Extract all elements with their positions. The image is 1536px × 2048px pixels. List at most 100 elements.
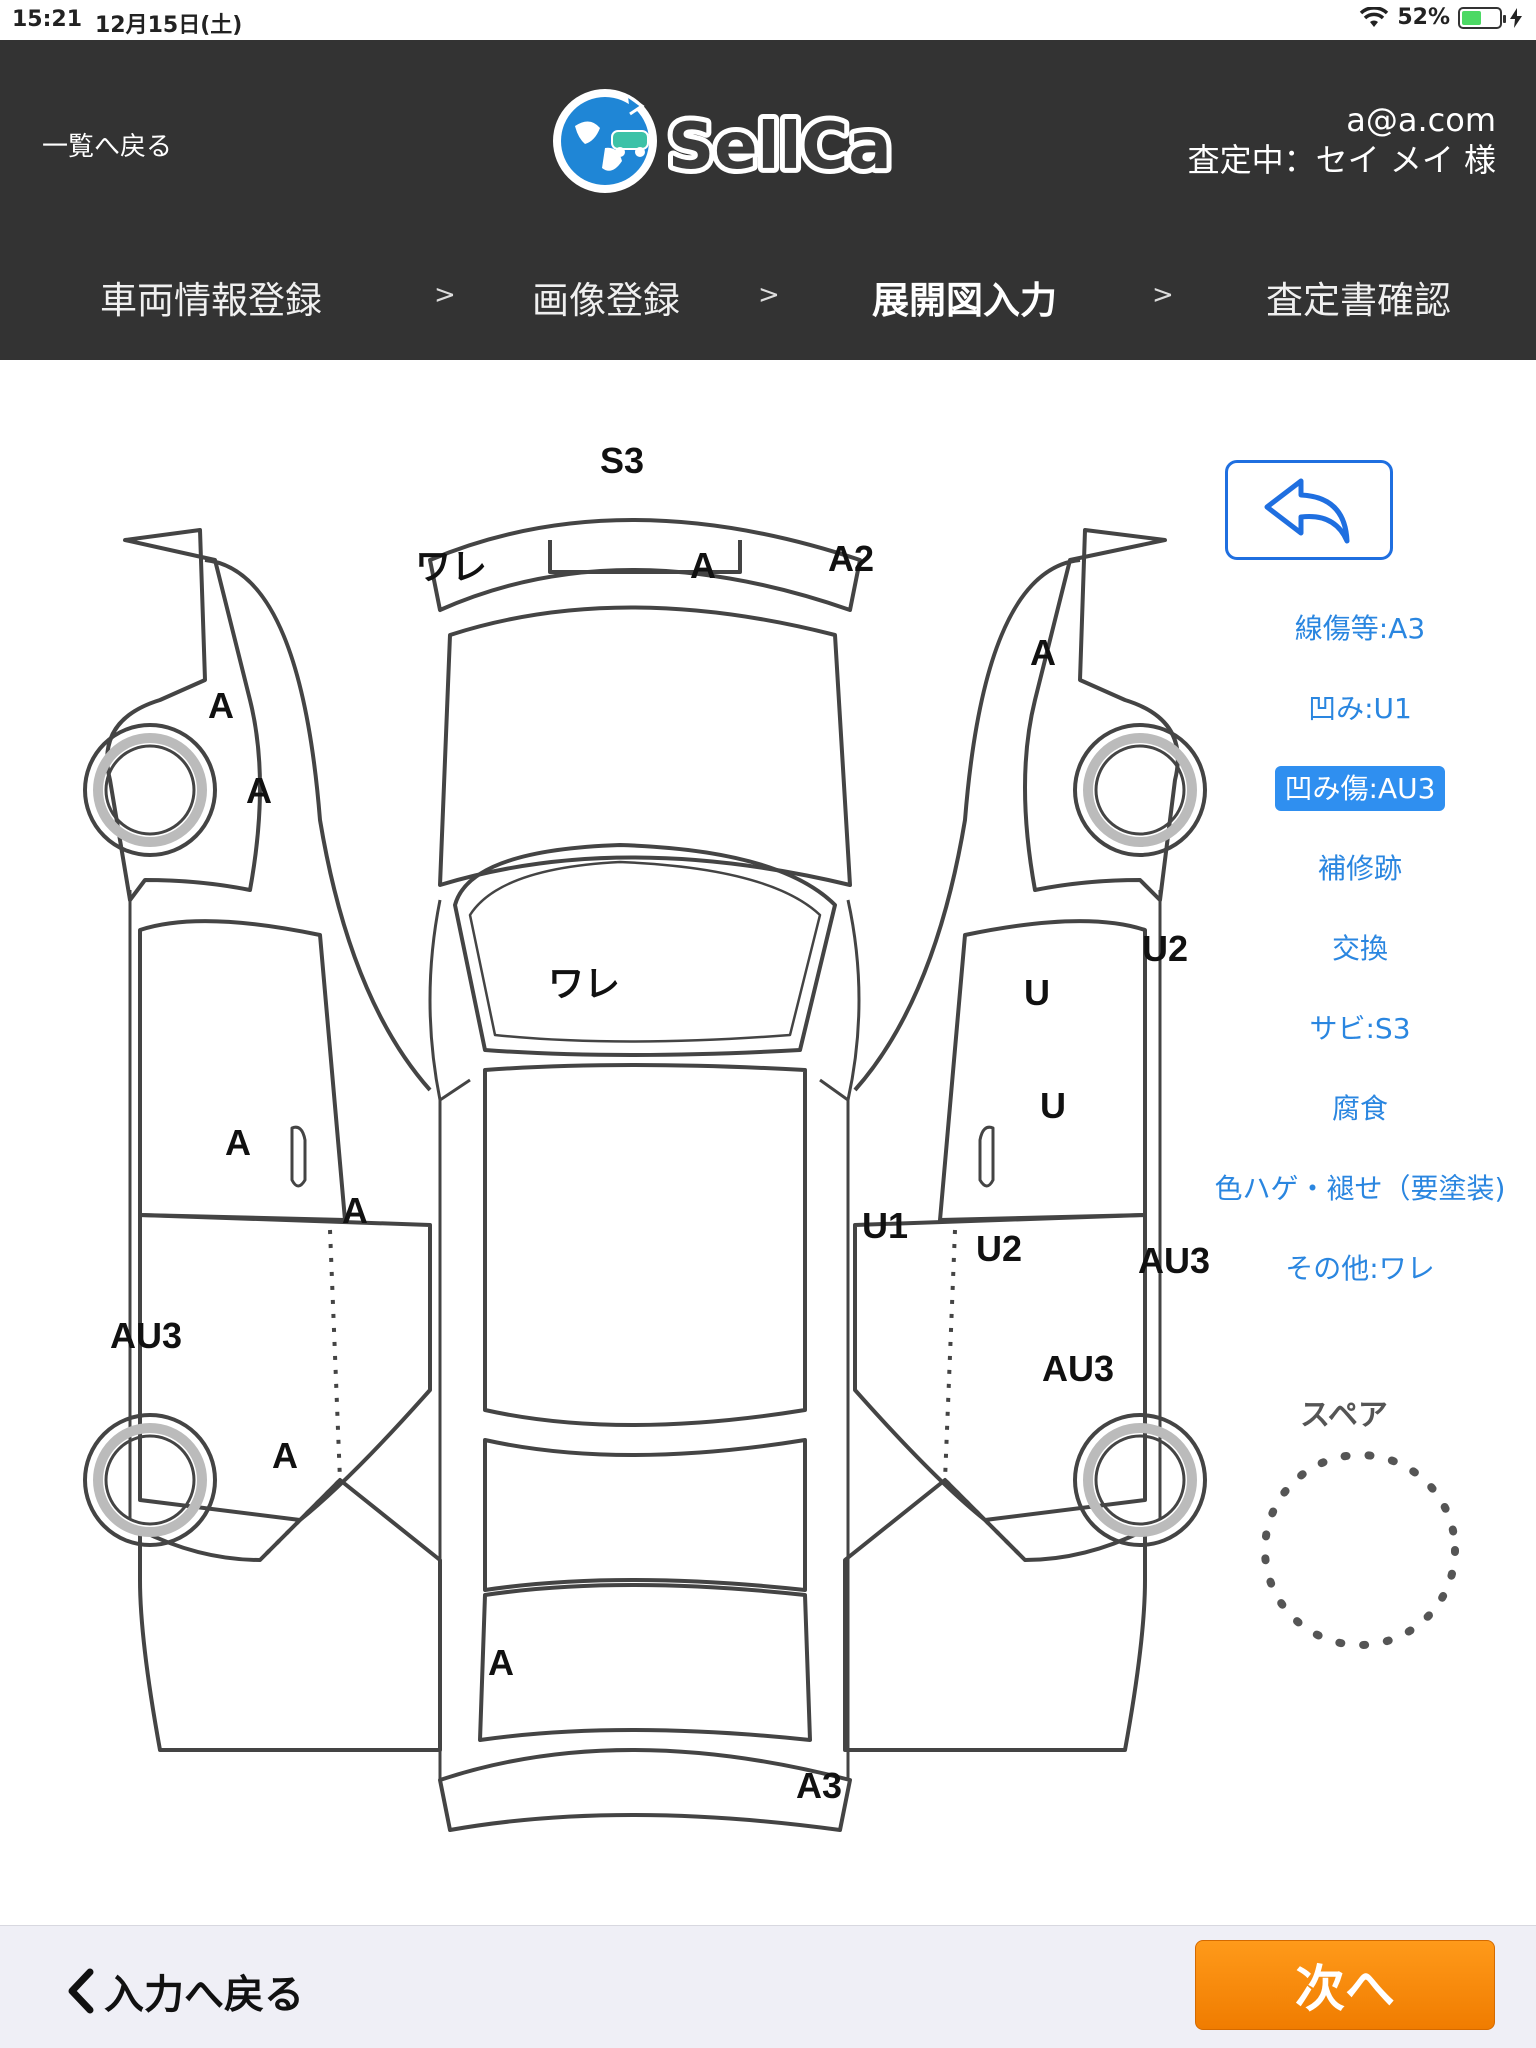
damage-mark[interactable]: U — [1040, 1085, 1066, 1126]
status-date: 12月15日(土) — [95, 13, 243, 38]
step-image-upload[interactable]: 画像登録 — [532, 279, 680, 322]
damage-mark[interactable]: A — [208, 685, 234, 726]
undo-arrow-icon — [1264, 478, 1350, 544]
right-door-handle — [978, 1125, 995, 1188]
rear-bumper — [438, 1748, 852, 1832]
legend-corrosion[interactable]: 腐食 — [1200, 1084, 1520, 1134]
battery-percent: 52% — [1397, 5, 1450, 30]
svg-text:SellCa: SellCa — [668, 110, 892, 184]
step-appraisal-confirm[interactable]: 査定書確認 — [1266, 279, 1451, 322]
car-diagram-area[interactable]: スペア S3 ワレ A A2 A A A ワレ U2 U U A A U1 U2… — [0, 360, 1536, 1925]
legend-dent[interactable]: 凹み:U1 — [1200, 684, 1520, 734]
next-label: 次へ — [1295, 1960, 1395, 2018]
legend-repair[interactable]: 補修跡 — [1200, 844, 1520, 894]
legend-label: 色ハゲ・褪せ（要塗装) — [1214, 1172, 1506, 1205]
battery-fill — [1462, 10, 1481, 25]
step-diagram-input[interactable]: 展開図入力 — [872, 279, 1057, 322]
damage-mark[interactable]: A — [488, 1642, 514, 1683]
legend-dent-scratch[interactable]: 凹み傷:AU3 — [1200, 764, 1520, 814]
left-door-handle — [290, 1125, 307, 1188]
bottom-bar: 入力へ戻る 次へ — [0, 1925, 1536, 2048]
step-separator: > — [758, 280, 780, 310]
legend-label: 凹み:U1 — [1308, 692, 1412, 725]
trunk — [478, 1583, 812, 1742]
battery-icon — [1458, 6, 1506, 29]
back-to-input-label: 入力へ戻る — [104, 1972, 304, 2018]
legend-scratch[interactable]: 線傷等:A3 — [1200, 604, 1520, 654]
app-header: 一覧へ戻る SellCa SellCa a@a.com 査定中：セイ メイ 様 … — [0, 40, 1536, 360]
back-to-input-button[interactable]: 入力へ戻る — [66, 1962, 304, 2020]
damage-mark[interactable]: AU3 — [1042, 1348, 1115, 1389]
chevron-left-icon — [68, 1968, 94, 2014]
right-mirror-line — [846, 899, 861, 1101]
damage-mark[interactable]: A — [225, 1122, 251, 1163]
left-mirror-line — [428, 899, 442, 1101]
right-rear-dashed — [943, 1229, 1027, 1562]
sellca-logo: SellCa SellCa — [550, 86, 910, 196]
spare-label: スペア — [1300, 1398, 1388, 1433]
damage-mark[interactable]: A — [1030, 632, 1056, 673]
damage-mark[interactable]: A — [246, 770, 272, 811]
rear-glass — [483, 1438, 807, 1592]
user-email: a@a.com — [1346, 101, 1496, 139]
next-button[interactable]: 次へ — [1195, 1940, 1495, 2030]
legend-label: 交換 — [1331, 932, 1388, 965]
front-bumper — [428, 518, 862, 612]
legend-label: その他:ワレ — [1285, 1252, 1435, 1285]
damage-mark[interactable]: ワレ — [548, 963, 621, 1004]
undo-button[interactable] — [1225, 460, 1393, 560]
windshield-inner — [468, 860, 822, 1043]
wifi-icon — [1360, 6, 1389, 27]
right-front-wheel — [1073, 723, 1207, 857]
left-a-pillar — [204, 558, 432, 1092]
damage-mark[interactable]: A — [690, 545, 716, 586]
damage-mark[interactable]: AU3 — [110, 1315, 183, 1356]
status-time: 15:21 — [12, 7, 83, 32]
step-vehicle-info[interactable]: 車両情報登録 — [100, 279, 322, 322]
damage-mark[interactable]: AU3 — [1138, 1240, 1211, 1281]
damage-mark[interactable]: U2 — [976, 1228, 1023, 1269]
step-navigation: 車両情報登録 > 画像登録 > 展開図入力 > 査定書確認 — [0, 270, 1536, 330]
damage-mark[interactable]: ワレ — [415, 546, 488, 587]
left-front-fender — [105, 528, 262, 902]
legend-label: 線傷等:A3 — [1294, 612, 1426, 645]
svg-text:SellCa: SellCa — [668, 110, 892, 184]
legend-paint-fade[interactable]: 色ハゲ・褪せ（要塗装) — [1200, 1164, 1520, 1214]
back-to-list-link[interactable]: 一覧へ戻る — [42, 132, 173, 162]
damage-mark[interactable]: A2 — [828, 538, 875, 579]
left-rear-wheel — [83, 1413, 217, 1547]
spare-tire — [1261, 1451, 1459, 1649]
damage-mark[interactable]: U1 — [862, 1205, 909, 1246]
right-front-door — [938, 919, 1147, 1222]
right-a-pillar — [853, 558, 1081, 1092]
status-right: 52% — [1359, 5, 1522, 30]
damage-mark[interactable]: A3 — [796, 1765, 843, 1806]
grille — [548, 540, 742, 574]
left-front-door — [138, 919, 347, 1222]
windshield — [453, 843, 837, 1057]
damage-mark[interactable]: U2 — [1142, 928, 1189, 969]
step-separator: > — [434, 280, 456, 310]
legend-label: 補修跡 — [1317, 852, 1402, 885]
right-rear-wheel — [1073, 1413, 1207, 1547]
legend-other[interactable]: その他:ワレ — [1200, 1244, 1520, 1294]
left-front-wheel — [83, 723, 217, 857]
hood — [438, 605, 852, 887]
legend-replace[interactable]: 交換 — [1200, 924, 1520, 974]
logo-globe-icon: SellCa SellCa — [553, 89, 897, 193]
center-pillar-left — [438, 1078, 471, 1780]
right-front-fender — [1023, 528, 1180, 902]
left-rear-dashed — [258, 1229, 342, 1562]
car-diagram[interactable]: スペア — [0, 360, 1536, 1925]
damage-mark[interactable]: U — [1024, 972, 1050, 1013]
user-info: a@a.com 査定中：セイ メイ 様 — [1188, 100, 1496, 180]
damage-mark[interactable]: A — [272, 1435, 298, 1476]
left-rear-quarter — [138, 1478, 442, 1752]
damage-mark[interactable]: A — [342, 1190, 368, 1231]
legend-label: 凹み傷:AU3 — [1274, 766, 1446, 811]
right-rear-quarter — [843, 1478, 1147, 1752]
charging-bolt-icon — [1510, 7, 1522, 28]
legend-rust[interactable]: サビ:S3 — [1200, 1004, 1520, 1054]
damage-mark[interactable]: S3 — [600, 440, 645, 481]
legend-label: サビ:S3 — [1309, 1012, 1411, 1045]
